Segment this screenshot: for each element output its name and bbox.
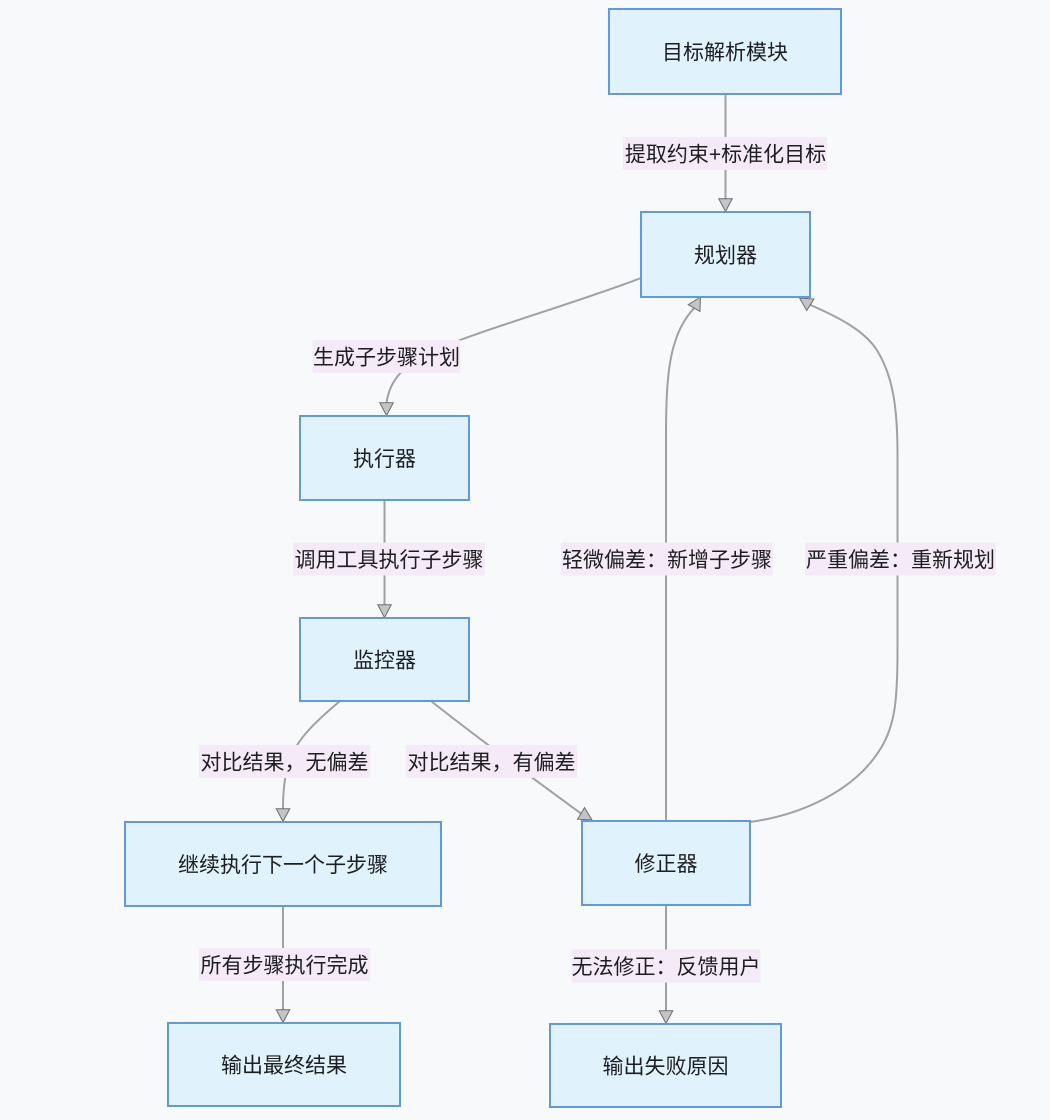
svg-text:目标解析模块: 目标解析模块 (662, 42, 788, 65)
svg-text:所有步骤执行完成: 所有步骤执行完成 (201, 955, 369, 978)
svg-text:调用工具执行子步骤: 调用工具执行子步骤 (295, 549, 484, 572)
svg-text:对比结果，有偏差: 对比结果，有偏差 (408, 752, 576, 775)
svg-text:提取约束+标准化目标: 提取约束+标准化目标 (625, 144, 826, 167)
svg-text:生成子步骤计划: 生成子步骤计划 (313, 347, 460, 370)
svg-text:对比结果，无偏差: 对比结果，无偏差 (201, 752, 369, 775)
svg-text:继续执行下一个子步骤: 继续执行下一个子步骤 (178, 854, 388, 877)
svg-text:执行器: 执行器 (353, 448, 416, 471)
svg-text:输出失败原因: 输出失败原因 (603, 1056, 729, 1079)
svg-text:规划器: 规划器 (694, 245, 757, 268)
svg-text:监控器: 监控器 (353, 650, 416, 673)
svg-text:无法修正：反馈用户: 无法修正：反馈用户 (572, 956, 761, 979)
svg-text:严重偏差：重新规划: 严重偏差：重新规划 (806, 549, 995, 572)
svg-text:输出最终结果: 输出最终结果 (221, 1055, 347, 1078)
svg-text:修正器: 修正器 (635, 853, 698, 876)
svg-text:轻微偏差：新增子步骤: 轻微偏差：新增子步骤 (562, 549, 772, 572)
